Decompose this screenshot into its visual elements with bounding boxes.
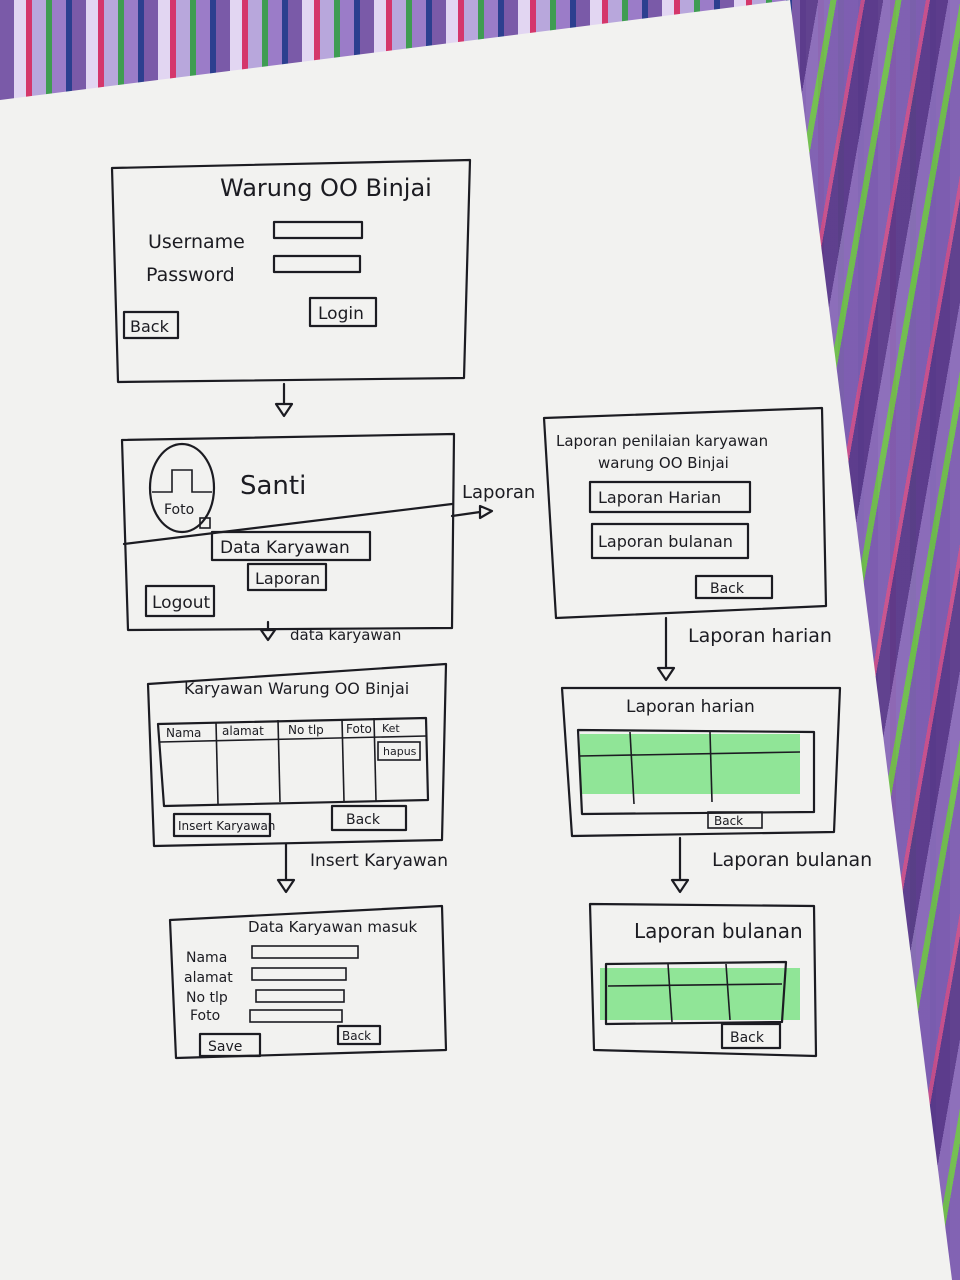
karyawan-list-title: Karyawan Warung OO Binjai xyxy=(184,679,409,698)
field-label-alamat: alamat xyxy=(184,970,233,986)
insert-form-screen: Data Karyawan masuk Nama alamat No tlp F… xyxy=(168,904,448,1060)
profile-photo[interactable]: Foto xyxy=(148,442,216,534)
insert-back-label: Back xyxy=(342,1029,371,1043)
laporan-menu-title-2: warung OO Binjai xyxy=(598,454,729,472)
data-karyawan-button[interactable]: Data Karyawan xyxy=(210,530,372,562)
save-label: Save xyxy=(208,1039,242,1055)
foto-label: Foto xyxy=(164,502,194,518)
username-label: Username xyxy=(148,231,245,253)
password-label: Password xyxy=(146,264,235,286)
laporan-bulanan-back-label: Back xyxy=(730,1030,765,1046)
laporan-harian-back-label: Back xyxy=(714,814,743,828)
insert-karyawan-button[interactable]: Insert Karyawan xyxy=(172,812,275,838)
hapus-label: hapus xyxy=(383,745,417,758)
col-no-tlp: No tlp xyxy=(288,723,324,737)
hapus-button[interactable]: hapus xyxy=(377,741,421,761)
laporan-harian-button-label: Laporan Harian xyxy=(598,488,721,507)
field-label-nama: Nama xyxy=(186,950,227,966)
arrow-data-karyawan-label: data karyawan xyxy=(290,626,401,644)
field-input-foto[interactable] xyxy=(249,1009,343,1023)
karyawan-back-label: Back xyxy=(346,812,381,828)
laporan-bulanan-button-label: Laporan bulanan xyxy=(598,532,733,551)
laporan-harian-button[interactable]: Laporan Harian xyxy=(588,480,752,514)
field-label-foto: Foto xyxy=(190,1008,220,1024)
laporan-menu-screen: Laporan penilaian karyawan warung OO Bin… xyxy=(542,406,828,620)
laporan-bulanan-table xyxy=(600,960,800,1026)
arrow-login-to-home xyxy=(274,382,294,418)
save-button[interactable]: Save xyxy=(198,1032,262,1058)
karyawan-list-screen: Karyawan Warung OO Binjai Nama alamat No… xyxy=(146,662,448,848)
login-title: Warung OO Binjai xyxy=(220,174,432,202)
arrow-home-to-karyawan: data karyawan xyxy=(259,620,401,644)
login-back-label: Back xyxy=(130,317,170,336)
laporan-harian-back-button[interactable]: Back xyxy=(707,811,763,829)
login-button[interactable]: Login xyxy=(308,296,378,328)
logout-label: Logout xyxy=(152,593,211,613)
laporan-bulanan-back-button[interactable]: Back xyxy=(720,1022,782,1050)
col-nama: Nama xyxy=(166,726,201,740)
field-input-no-tlp[interactable] xyxy=(255,989,345,1003)
arrow-home-to-laporan: Laporan xyxy=(450,482,535,520)
laporan-harian-title: Laporan harian xyxy=(626,697,755,717)
home-laporan-label: Laporan xyxy=(255,569,320,588)
col-ket: Ket xyxy=(382,722,400,735)
login-back-button[interactable]: Back xyxy=(122,310,180,340)
username-input[interactable] xyxy=(272,220,364,240)
col-foto: Foto xyxy=(346,722,372,736)
laporan-harian-screen: Laporan harian Back xyxy=(560,686,842,838)
field-label-no-tlp: No tlp xyxy=(186,990,228,1006)
laporan-menu-title-1: Laporan penilaian karyawan xyxy=(556,432,768,450)
insert-back-button[interactable]: Back xyxy=(336,1024,382,1046)
login-screen: Warung OO Binjai Username Password Back … xyxy=(110,158,472,384)
insert-form-title: Data Karyawan masuk xyxy=(248,918,417,936)
laporan-bulanan-screen: Laporan bulanan Back xyxy=(588,902,818,1058)
data-karyawan-label: Data Karyawan xyxy=(220,538,350,558)
arrow-laporan-label: Laporan xyxy=(462,482,535,503)
arrow-harian-to-bulanan: Laporan bulanan xyxy=(670,836,872,894)
arrow-laporan-bulanan-label: Laporan bulanan xyxy=(712,849,872,871)
laporan-harian-table xyxy=(576,728,816,816)
user-name: Santi xyxy=(240,471,306,501)
arrow-karyawan-to-insert: Insert Karyawan xyxy=(276,842,448,894)
home-screen: Foto Santi Data Karyawan Laporan Logout xyxy=(120,432,456,632)
karyawan-table: Nama alamat No tlp Foto Ket hapus xyxy=(156,716,430,808)
field-input-alamat[interactable] xyxy=(251,967,347,981)
laporan-menu-back-label: Back xyxy=(710,581,745,597)
arrow-insert-karyawan-label: Insert Karyawan xyxy=(310,851,448,871)
arrow-laporan-harian-label: Laporan harian xyxy=(688,625,832,647)
laporan-bulanan-button[interactable]: Laporan bulanan xyxy=(590,522,750,560)
logout-button[interactable]: Logout xyxy=(144,584,216,618)
laporan-menu-back-button[interactable]: Back xyxy=(694,574,774,600)
field-input-nama[interactable] xyxy=(251,945,359,959)
col-alamat: alamat xyxy=(222,724,264,738)
laporan-bulanan-title: Laporan bulanan xyxy=(634,919,803,943)
password-input[interactable] xyxy=(272,254,362,274)
insert-karyawan-label: Insert Karyawan xyxy=(178,819,275,833)
login-button-label: Login xyxy=(318,304,364,324)
karyawan-back-button[interactable]: Back xyxy=(330,804,408,832)
arrow-menu-to-harian: Laporan harian xyxy=(656,616,832,682)
home-laporan-button[interactable]: Laporan xyxy=(246,562,328,592)
